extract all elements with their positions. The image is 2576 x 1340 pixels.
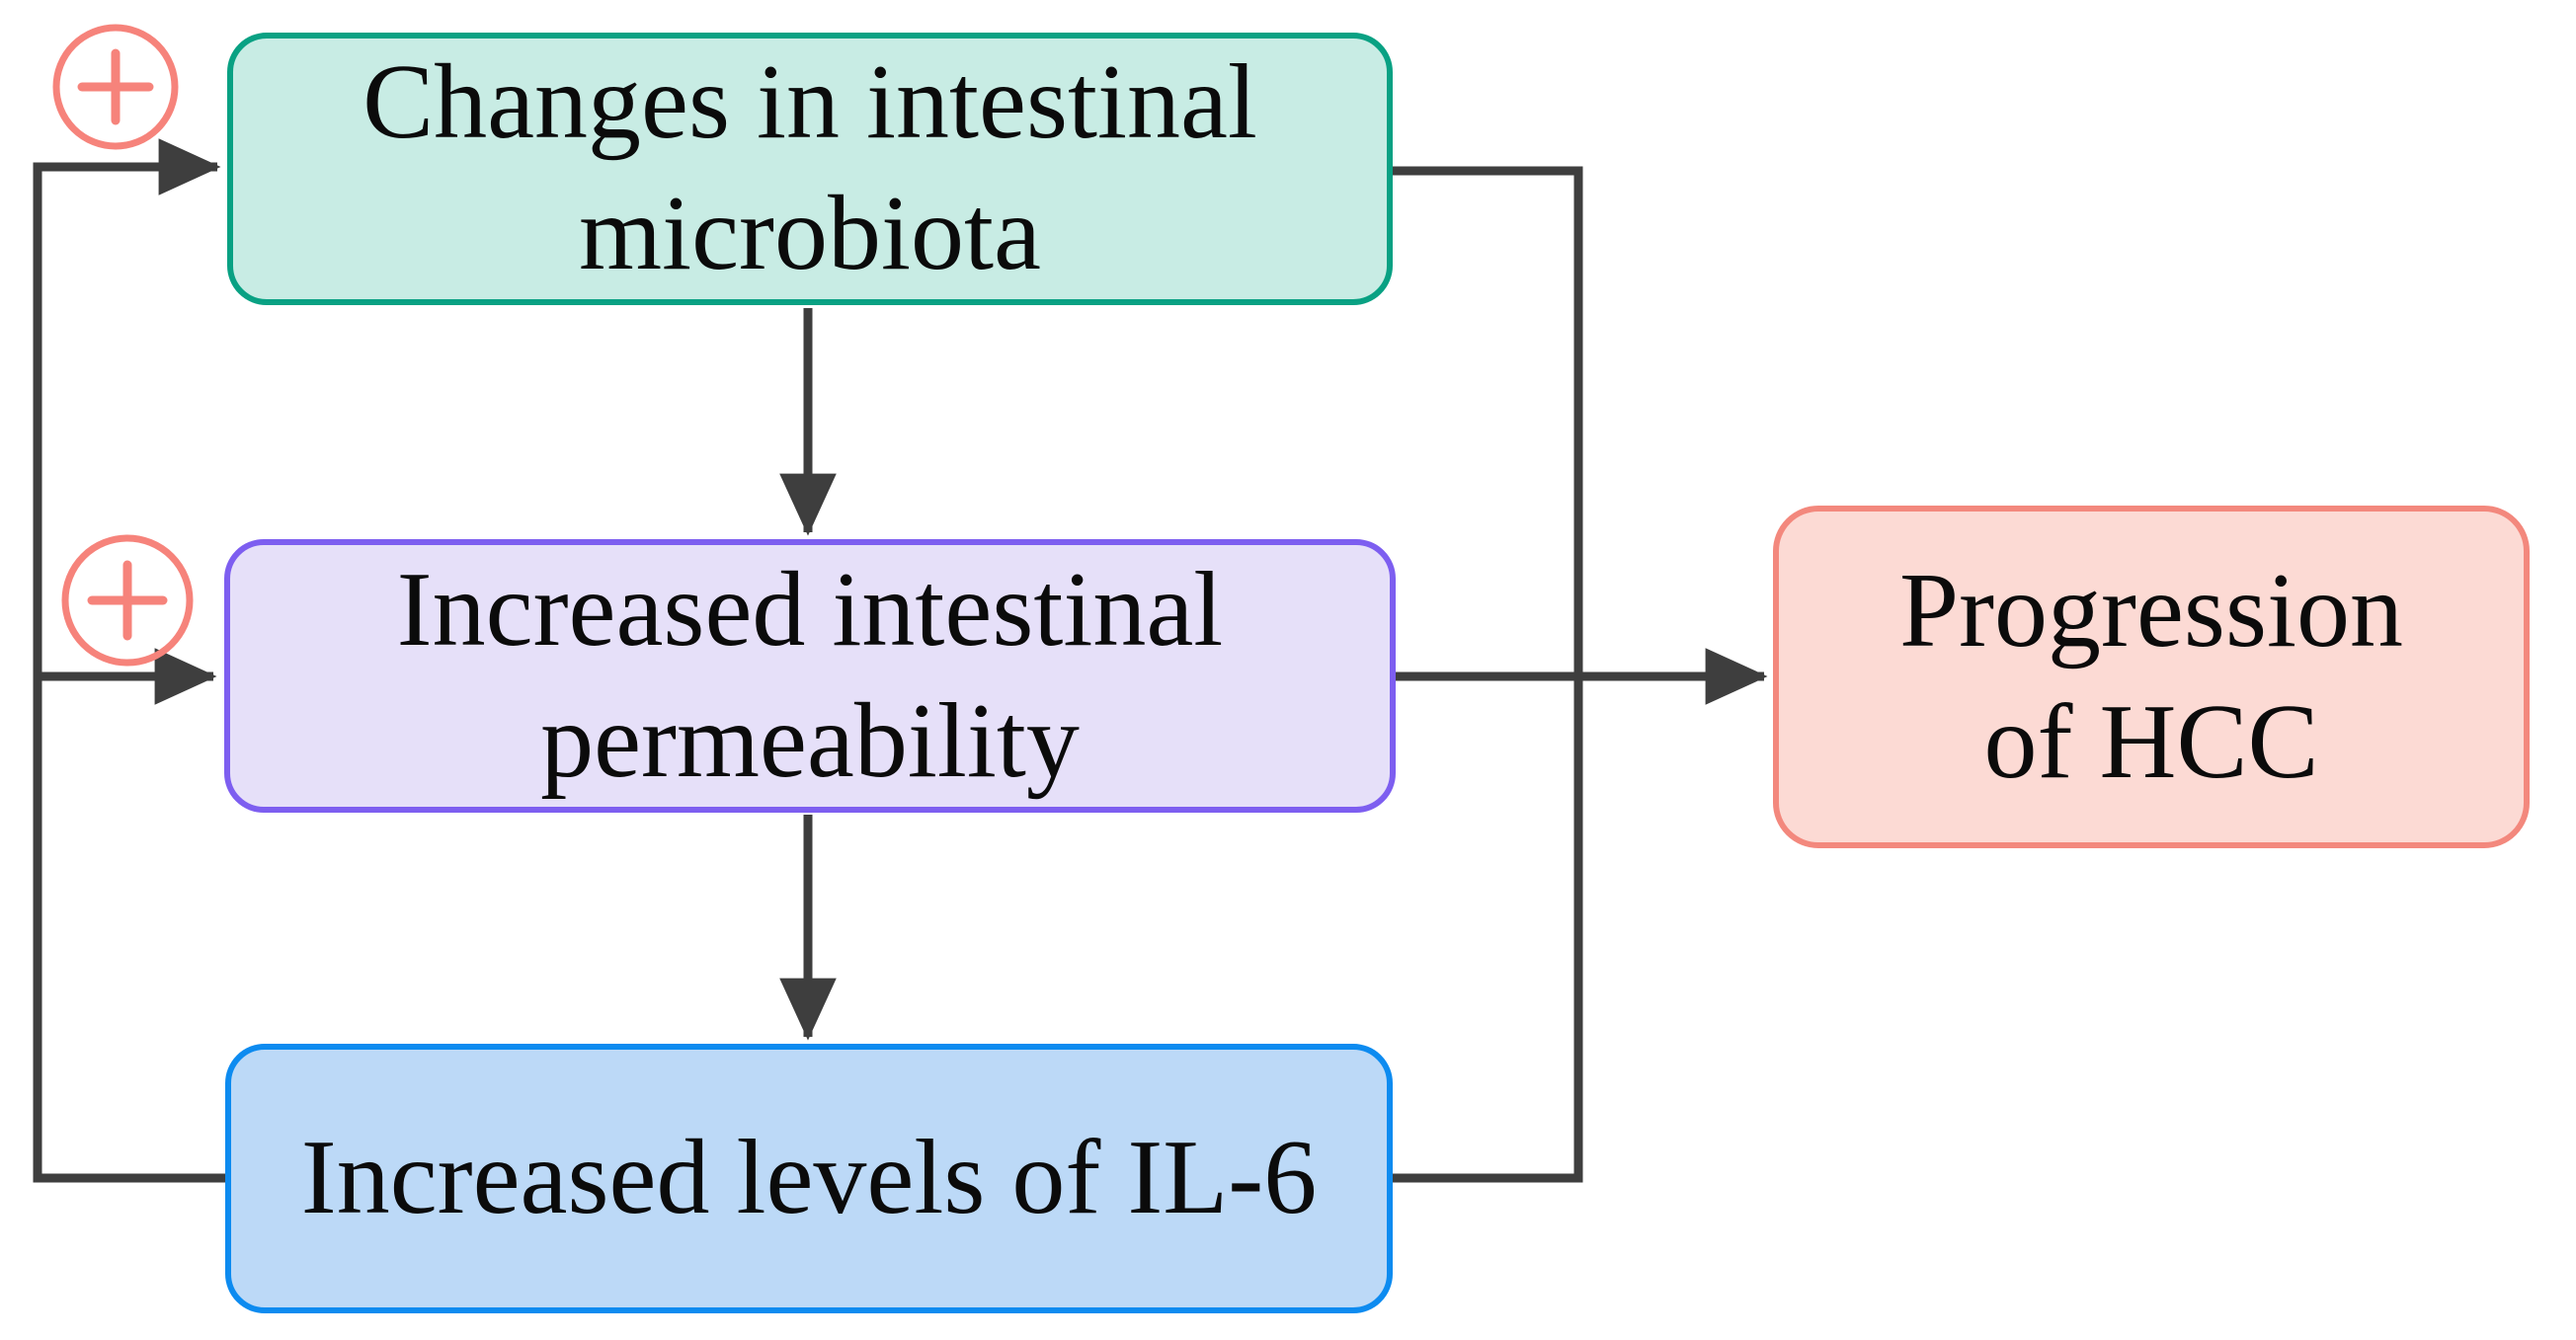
node-label-line: permeability <box>540 681 1080 800</box>
node-label-line: microbiota <box>579 175 1041 292</box>
plus-icon <box>61 534 194 667</box>
plus-circle <box>52 24 179 150</box>
node-label-line: Increased intestinal <box>396 550 1224 669</box>
node-changes-in-intestinal-microbiota: Changes in intestinal microbiota <box>227 33 1393 305</box>
node-label-line: Increased levels of IL-6 <box>300 1119 1318 1237</box>
edge-microbiota-merge <box>1393 166 1583 681</box>
node-progression-of-hcc: Progression of HCC <box>1773 506 2530 848</box>
node-increased-levels-of-il6: Increased levels of IL-6 <box>225 1044 1393 1313</box>
plus-circle <box>61 534 194 667</box>
node-increased-intestinal-permeability: Increased intestinal permeability <box>224 539 1396 813</box>
node-label-line: of HCC <box>1983 682 2319 801</box>
node-label-line: Changes in intestinal <box>362 43 1257 162</box>
node-label-line: Progression <box>1899 551 2403 670</box>
edge-il6-merge <box>1393 671 1583 1183</box>
plus-icon <box>52 24 179 150</box>
